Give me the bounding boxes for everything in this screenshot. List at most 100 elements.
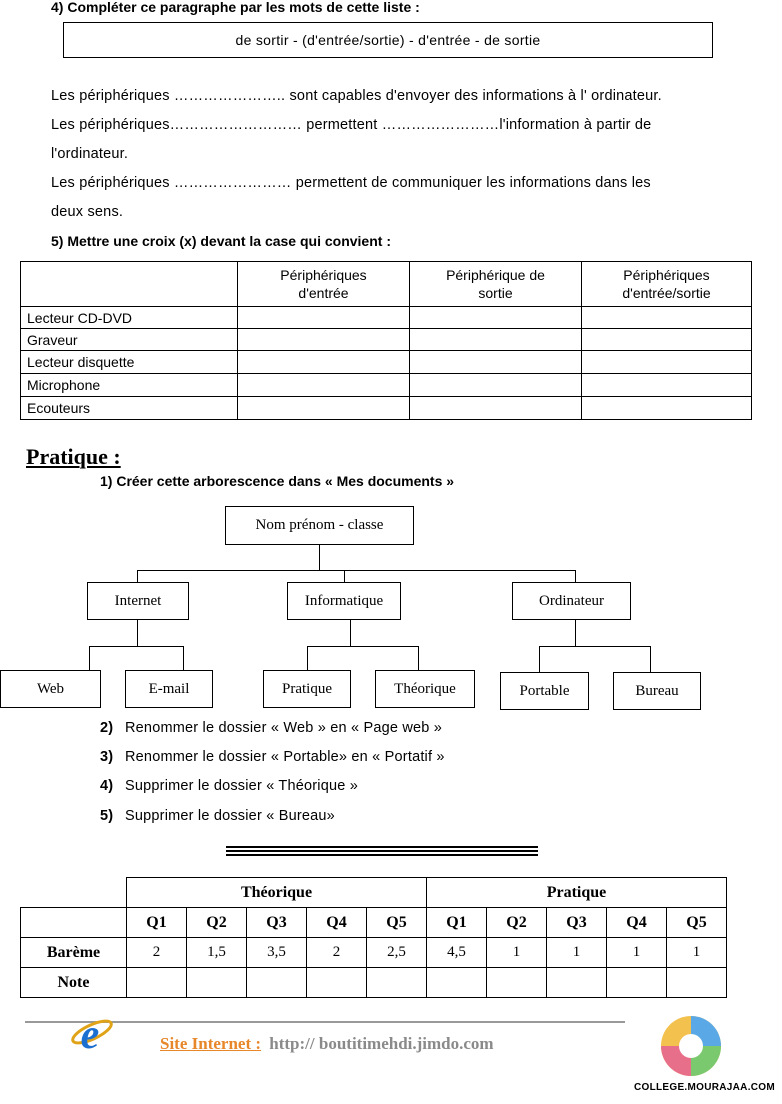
folder-pratique[interactable]: Pratique <box>263 670 351 708</box>
folder-label: Bureau <box>635 682 679 699</box>
bareme-value: 2 <box>306 937 367 968</box>
site-url[interactable]: http:// boutitimehdi.jimdo.com <box>269 1034 494 1053</box>
step-item: 4)Supprimer le dossier « Théorique » <box>100 778 358 794</box>
folder-label: Pratique <box>282 680 332 697</box>
check-cell[interactable] <box>237 350 410 374</box>
bareme-value: 3,5 <box>246 937 307 968</box>
connector <box>575 620 576 646</box>
table-row: Ecouteurs <box>20 396 752 420</box>
table-row: Microphone <box>20 373 752 397</box>
folder-label: Internet <box>114 592 162 609</box>
connector <box>137 570 138 582</box>
connector <box>539 646 540 672</box>
step-number: 3) <box>100 749 114 765</box>
bareme-value: 1 <box>606 937 667 968</box>
note-cell[interactable] <box>306 967 367 998</box>
footer-rule <box>25 1021 625 1023</box>
note-cell[interactable] <box>186 967 247 998</box>
site-label: Site Internet : <box>160 1034 262 1053</box>
bareme-value: 1 <box>546 937 607 968</box>
connector <box>307 646 419 647</box>
connector <box>344 570 345 582</box>
check-cell[interactable] <box>581 396 752 420</box>
folder-label: Web <box>36 680 65 697</box>
note-cell[interactable] <box>246 967 307 998</box>
check-cell[interactable] <box>409 306 582 329</box>
check-cell[interactable] <box>581 306 752 329</box>
folder-label: Informatique <box>304 592 384 609</box>
check-cell[interactable] <box>237 373 410 397</box>
step-number: 5) <box>100 808 114 824</box>
folder-internet[interactable]: Internet <box>87 582 189 620</box>
check-cell[interactable] <box>409 373 582 397</box>
folder-web[interactable]: Web <box>0 670 101 708</box>
question-header: Q5 <box>666 907 727 938</box>
connector <box>307 646 308 670</box>
connector <box>650 646 651 672</box>
row-label: Graveur <box>20 328 238 351</box>
internet-explorer-icon: e <box>66 1010 114 1058</box>
check-cell[interactable] <box>409 350 582 374</box>
q4-line-4: Les périphériques …………………… permettent de… <box>51 175 651 191</box>
check-cell[interactable] <box>237 328 410 351</box>
footer-site: Site Internet : http:// boutitimehdi.jim… <box>160 1034 494 1054</box>
bareme-value: 2 <box>126 937 187 968</box>
bareme-row: Barème 2 1,5 3,5 2 2,5 4,5 1 1 1 1 <box>20 937 727 968</box>
step-text: Renommer le dossier « Web » en « Page we… <box>125 720 443 736</box>
folder-label: E-mail <box>148 680 190 697</box>
connector <box>183 646 184 670</box>
separator <box>226 846 538 848</box>
check-cell[interactable] <box>581 373 752 397</box>
connector <box>137 570 576 571</box>
row-label: Lecteur CD-DVD <box>20 306 238 329</box>
folder-bureau[interactable]: Bureau <box>613 672 701 710</box>
table-row: Graveur <box>20 328 752 351</box>
question-header: Q1 <box>426 907 487 938</box>
svg-text:e: e <box>81 1012 100 1058</box>
pratique-step-1: 1) Créer cette arborescence dans « Mes d… <box>100 473 455 489</box>
step-item: 3) Renommer le dossier « Portable» en « P… <box>100 749 445 765</box>
folder-informatique[interactable]: Informatique <box>287 582 401 620</box>
check-cell[interactable] <box>237 306 410 329</box>
folder-root[interactable]: Nom prénom - classe <box>225 506 414 545</box>
folder-label: Nom prénom - classe <box>255 517 384 533</box>
row-label: Lecteur disquette <box>20 350 238 374</box>
connector <box>137 620 138 646</box>
note-cell[interactable] <box>546 967 607 998</box>
step-number: 2) <box>100 720 114 736</box>
note-cell[interactable] <box>486 967 547 998</box>
word-list: de sortir - (d'entrée/sortie) - d'entrée… <box>235 32 541 48</box>
folder-portable[interactable]: Portable <box>500 672 589 710</box>
note-cell[interactable] <box>666 967 727 998</box>
check-cell[interactable] <box>409 396 582 420</box>
check-cell[interactable] <box>237 396 410 420</box>
separator <box>226 850 538 852</box>
question-header: Q4 <box>306 907 367 938</box>
check-cell[interactable] <box>581 350 752 374</box>
check-cell[interactable] <box>581 328 752 351</box>
note-cell[interactable] <box>606 967 667 998</box>
pratique-title: Pratique : <box>26 444 121 469</box>
note-label: Note <box>20 967 127 998</box>
word-list-box: de sortir - (d'entrée/sortie) - d'entrée… <box>63 22 713 58</box>
folder-label: Ordinateur <box>539 592 604 609</box>
step-text: Supprimer le dossier « Théorique » <box>125 778 359 794</box>
connector <box>89 646 184 647</box>
note-cell[interactable] <box>366 967 427 998</box>
folder-email[interactable]: E-mail <box>125 670 213 708</box>
q4-line-1: Les périphériques ………………….. sont capable… <box>51 88 662 104</box>
note-cell[interactable] <box>426 967 487 998</box>
folder-theorique[interactable]: Théorique <box>375 670 475 708</box>
college-logo-icon <box>648 1012 734 1078</box>
step-text: Renommer le dossier « Portable» en « Por… <box>125 749 445 765</box>
note-cell[interactable] <box>126 967 187 998</box>
row-label: Ecouteurs <box>20 396 238 420</box>
check-cell[interactable] <box>409 328 582 351</box>
table-row: Lecteur disquette <box>20 350 752 374</box>
bareme-label: Barème <box>20 937 127 968</box>
group-theorique: Théorique <box>126 877 427 908</box>
folder-ordinateur[interactable]: Ordinateur <box>512 582 631 620</box>
question-header: Q3 <box>246 907 307 938</box>
step-text: Supprimer le dossier « Bureau» <box>125 808 335 824</box>
step-item: 2) Renommer le dossier « Web » en « Page … <box>100 720 442 736</box>
